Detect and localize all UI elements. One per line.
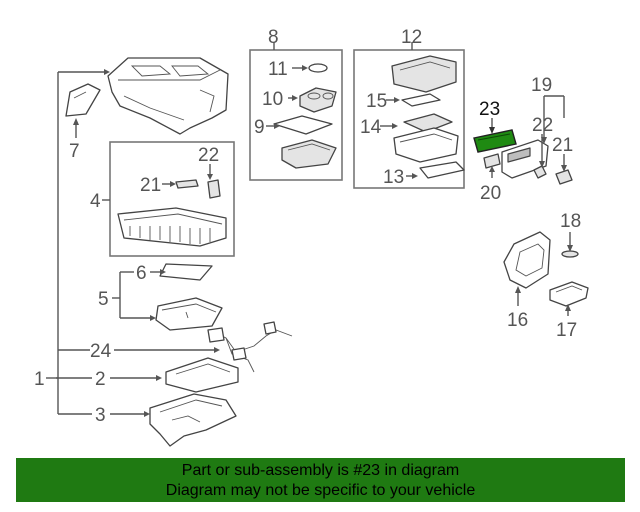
- bracket: [165, 357, 239, 393]
- armrest-lid-parts: [391, 55, 465, 179]
- info-banner: Part or sub-assembly is #23 in diagram D…: [16, 458, 625, 502]
- callout-21-left: 21: [140, 175, 161, 196]
- callout-19: 19: [531, 75, 552, 96]
- callout-3: 3: [95, 405, 106, 426]
- callout-6: 6: [136, 263, 147, 284]
- parts-17-18: [549, 232, 589, 316]
- callout-22-right: 22: [532, 115, 553, 136]
- callout-9: 9: [254, 117, 265, 138]
- leader-line-23: [489, 118, 495, 134]
- leader-lines-left: [46, 69, 220, 417]
- banner-line-1: Part or sub-assembly is #23 in diagram: [181, 462, 460, 479]
- banner-line-2: Diagram may not be specific to your vehi…: [165, 482, 476, 499]
- callout-4: 4: [90, 191, 101, 212]
- callout-20: 20: [480, 183, 501, 204]
- callout-23[interactable]: 23: [479, 99, 500, 120]
- side-panel: [65, 83, 101, 117]
- callout-24: 24: [90, 341, 112, 362]
- callout-11: 11: [268, 59, 288, 80]
- callout-10: 10: [262, 89, 283, 110]
- callout-17: 17: [556, 320, 577, 341]
- tray-assembly: [117, 179, 227, 247]
- callout-8: 8: [268, 27, 279, 48]
- part-23-highlighted[interactable]: [473, 129, 517, 153]
- leader-lines-19-22: [539, 95, 567, 172]
- callout-22-left: 22: [198, 145, 219, 166]
- switch-part-20: [483, 153, 501, 178]
- base-frame: [149, 393, 237, 447]
- part-23-shape[interactable]: [473, 129, 517, 153]
- leader-lines-box12: [380, 42, 418, 179]
- callout-13: 13: [383, 167, 404, 188]
- leader-lines-5-6: [112, 269, 166, 321]
- callout-1: 1: [34, 369, 45, 390]
- callout-2: 2: [95, 369, 106, 390]
- storage-bin-parts: [155, 263, 223, 331]
- bezel-parts: [501, 139, 573, 185]
- callout-21-right: 21: [552, 135, 573, 156]
- callout-labels: 1 2 3 4 5 6 7 8 9 10 11 12 13 14 15 16 1…: [34, 27, 581, 426]
- callout-14: 14: [360, 117, 382, 138]
- leader-lines-box4: [102, 164, 213, 201]
- callout-16: 16: [507, 310, 528, 331]
- console-housing: [107, 57, 229, 135]
- box8-parts: [273, 63, 337, 169]
- callout-18: 18: [560, 211, 581, 232]
- trim-panel-16: [503, 231, 551, 306]
- wiring-harness: [207, 321, 293, 373]
- leader-lines-box8: [266, 42, 308, 129]
- callout-7: 7: [69, 141, 80, 162]
- callout-5: 5: [98, 289, 109, 310]
- callout-15: 15: [366, 91, 387, 112]
- callout-12: 12: [401, 27, 422, 48]
